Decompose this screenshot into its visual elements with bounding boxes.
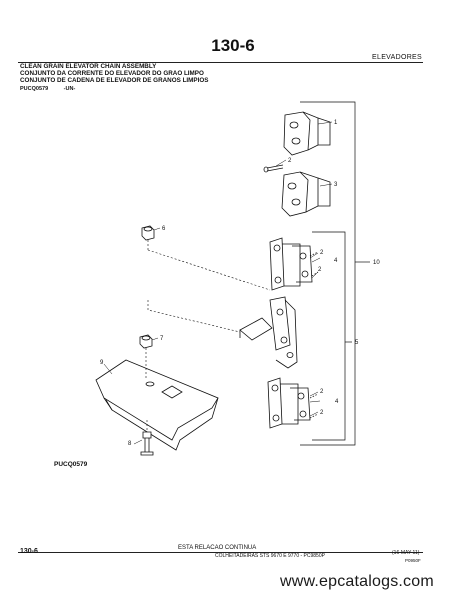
callout-2-upper-b: 2 bbox=[318, 267, 322, 273]
callout-2-upper-a: 2 bbox=[320, 250, 324, 256]
callout-10: 10 bbox=[373, 260, 380, 266]
callout-2-top: 2 bbox=[288, 158, 292, 164]
callout-1: 1 bbox=[334, 120, 338, 126]
callout-3: 3 bbox=[334, 182, 338, 188]
chain-link-part-3 bbox=[281, 171, 331, 217]
title-portuguese: CONJUNTO DA CORRENTE DO ELEVADOR DO GRAO… bbox=[20, 70, 204, 77]
alignment-lines bbox=[145, 240, 271, 432]
nut-part-7 bbox=[139, 334, 153, 349]
title-spanish: CONJUNTO DE CADENA DE ELEVADOR DE GRANOS… bbox=[20, 77, 209, 84]
footer-code: P0950F bbox=[405, 558, 421, 563]
model-tag: -UN- bbox=[63, 86, 76, 92]
watermark-link[interactable]: www.epcatalogs.com bbox=[280, 573, 434, 590]
title-english: CLEAN GRAIN ELEVATOR CHAIN ASSEMBLY bbox=[20, 63, 157, 70]
nut-part-6 bbox=[141, 225, 155, 241]
pin-part-2 bbox=[263, 164, 284, 173]
header-rule bbox=[18, 62, 423, 63]
callout-2-lower-b: 2 bbox=[320, 410, 324, 416]
figure-code-row: PUCQ0579 -UN- bbox=[20, 86, 75, 92]
page-number: 130-6 bbox=[211, 36, 255, 55]
footer-book-title: COLHEITADEIRAS STS 9670 E 9770 - PC9850P bbox=[215, 553, 325, 559]
callout-6: 6 bbox=[162, 226, 166, 232]
callout-2-lower-a: 2 bbox=[320, 389, 324, 395]
footer-rule bbox=[18, 552, 423, 553]
callout-5: 5 bbox=[355, 340, 359, 346]
bolt-part-8 bbox=[140, 431, 154, 456]
callout-numbers: 1 2 3 4 2 2 5 6 7 9 8 4 2 2 10 bbox=[100, 120, 380, 447]
section-title: ELEVADORES bbox=[372, 54, 422, 61]
footer-date: (16-MAY-11) bbox=[392, 550, 420, 556]
paddle-part-9 bbox=[95, 359, 219, 451]
chain-link-part-4-lower bbox=[267, 377, 319, 429]
callout-4-lower: 4 bbox=[335, 399, 339, 405]
callout-9: 9 bbox=[100, 360, 104, 366]
figure-code: PUCQ0579 bbox=[20, 86, 49, 92]
continued-note: ESTA RELACAO CONTINUA bbox=[178, 545, 257, 551]
chain-link-part-4-upper bbox=[269, 237, 319, 291]
attachment-part-5 bbox=[239, 296, 298, 369]
callout-7: 7 bbox=[160, 336, 164, 342]
footer-page-number: 130-6 bbox=[20, 548, 38, 555]
chain-link-part-1 bbox=[283, 111, 331, 156]
callout-4-upper: 4 bbox=[334, 258, 338, 264]
leader-lines bbox=[103, 121, 333, 445]
figure-label: PUCQ0579 bbox=[54, 461, 88, 468]
callout-8: 8 bbox=[128, 441, 132, 447]
callout-brackets bbox=[300, 101, 370, 446]
